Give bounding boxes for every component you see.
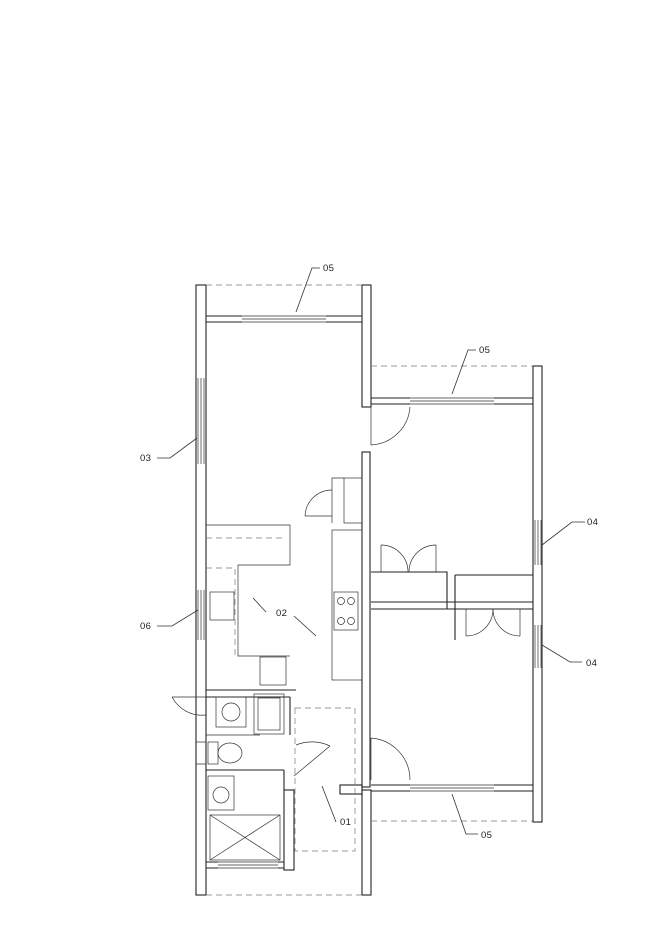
- door-swings: [171, 404, 521, 781]
- stove-icon: [333, 591, 359, 631]
- tag-entry-door: 01: [340, 817, 351, 828]
- leader-lines: [157, 267, 585, 835]
- tag-right-upper-window: 05: [479, 345, 490, 356]
- callout-tags: 05 05 03 04 04 02 06 01 05: [140, 263, 598, 841]
- exterior-walls: [195, 284, 543, 896]
- tag-top-window: 05: [323, 263, 334, 274]
- tag-right-window-lower: 04: [586, 658, 597, 669]
- interior-walls: [206, 477, 533, 861]
- dashed-projections: [206, 284, 533, 896]
- tag-kitchen-space: 02: [276, 608, 287, 619]
- tag-right-window-upper: 04: [587, 517, 598, 528]
- window-openings: [197, 315, 542, 869]
- tag-bottom-window: 05: [481, 830, 492, 841]
- tag-left-lower-window: 06: [140, 621, 151, 632]
- tag-left-window: 03: [140, 453, 151, 464]
